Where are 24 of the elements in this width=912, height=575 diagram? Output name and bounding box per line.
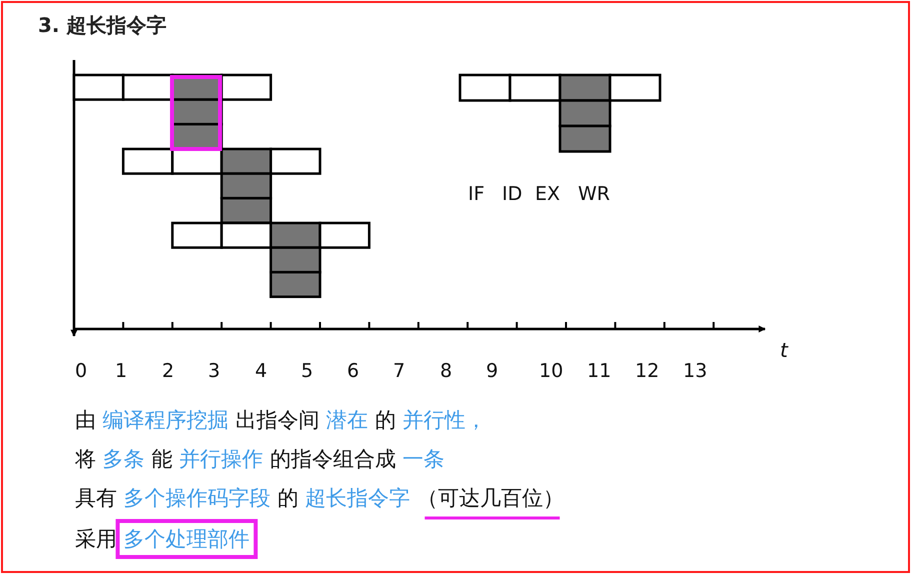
tick-label: 8	[440, 362, 452, 381]
tick-label: 1	[115, 362, 128, 381]
tick-label: 12	[635, 362, 660, 381]
tick-label: 10	[539, 362, 564, 381]
stage-label: WR	[578, 185, 610, 204]
tick-label: 7	[393, 362, 406, 381]
title: 3. 超长指令字	[38, 15, 166, 35]
tick-label: 9	[486, 362, 498, 381]
axis-label: t	[780, 340, 788, 360]
tick-label: 3	[208, 362, 220, 381]
sentence: 将 多条 能 并行操作 的指令组合成 一条	[75, 449, 444, 470]
tick-label: 2	[162, 362, 174, 381]
tick-label: 0	[75, 362, 88, 381]
stage-label: EX	[535, 185, 560, 204]
tick-label: 11	[587, 362, 612, 381]
tick-label: 4	[255, 362, 268, 381]
tick-label: 6	[347, 362, 360, 381]
stage-label: ID	[502, 185, 522, 204]
tick-label: 5	[301, 362, 314, 381]
sentence: 具有 多个操作码字段 的 超长指令字 （可达几百位）	[75, 488, 564, 509]
sentence: 采用 多个处理部件	[75, 529, 250, 550]
stage-label: IF	[468, 185, 485, 204]
tick-label: 13	[683, 362, 708, 381]
sentence: 由 编译程序挖掘 出指令间 潜在 的 并行性，	[75, 410, 486, 431]
